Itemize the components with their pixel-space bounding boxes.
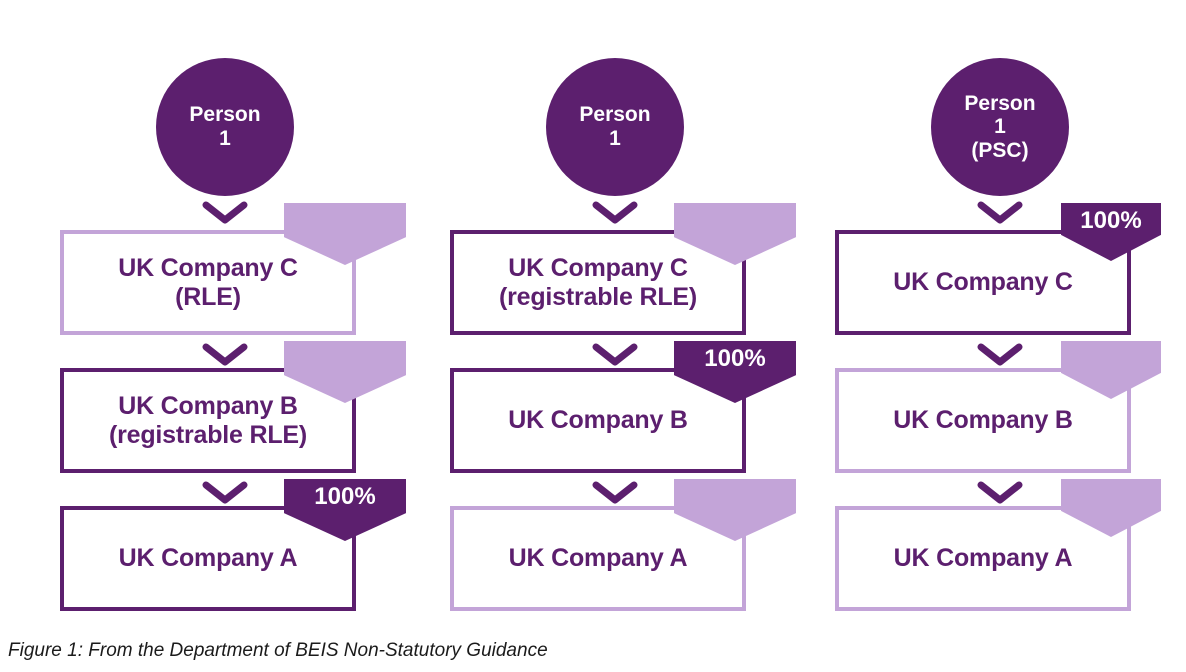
company-box[interactable]: UK Company B(registrable RLE)	[60, 368, 356, 473]
ownership-arrow-chevron-icon	[450, 478, 780, 508]
ownership-arrow-chevron-icon	[835, 198, 1165, 228]
person-label-line: 1	[994, 115, 1006, 139]
ownership-arrow-chevron-icon	[60, 198, 390, 228]
company-label-line: (registrable RLE)	[108, 420, 308, 449]
ownership-percentage-label: 100%	[314, 483, 376, 510]
company-node: UK Company A 100%	[60, 479, 406, 611]
company-label-line: (RLE)	[175, 282, 241, 311]
company-label-line: UK Company B	[508, 406, 688, 435]
person-label-line: 1	[609, 127, 621, 150]
company-label-line: (registrable RLE)	[498, 282, 698, 311]
company-node: UK Company C 100%	[835, 203, 1161, 335]
person-label-line: (PSC)	[971, 138, 1029, 162]
company-box[interactable]: UK Company C	[835, 230, 1131, 335]
company-box[interactable]: UK Company A	[450, 506, 746, 611]
person-label-line: Person	[964, 91, 1036, 115]
company-label-line: UK Company A	[118, 544, 298, 573]
ownership-percentage-label: 100%	[704, 345, 766, 372]
person-label-line: Person	[579, 103, 651, 127]
ownership-arrow-chevron-icon	[60, 340, 390, 370]
person-label-line: 1	[219, 127, 231, 150]
company-label-line: UK Company B	[118, 392, 298, 420]
company-node: UK Company B(registrable RLE)	[60, 341, 406, 473]
ownership-arrow-chevron-icon	[450, 340, 780, 370]
ownership-arrow-chevron-icon	[60, 478, 390, 508]
company-label-line: UK Company C	[118, 254, 298, 282]
company-node: UK Company A	[450, 479, 796, 611]
company-node: UK Company B	[835, 341, 1161, 473]
ownership-arrow-chevron-icon	[835, 478, 1165, 508]
figure-caption: Figure 1: From the Department of BEIS No…	[8, 640, 548, 661]
company-box[interactable]: UK Company B	[450, 368, 746, 473]
company-box[interactable]: UK Company C(registrable RLE)	[450, 230, 746, 335]
company-label-line: UK Company C	[508, 254, 688, 282]
person-label-line: Person	[189, 103, 261, 127]
company-box[interactable]: UK Company A	[60, 506, 356, 611]
company-label-line: UK Company A	[508, 544, 688, 573]
company-label-line: UK Company B	[893, 406, 1073, 435]
company-node: UK Company C(RLE)	[60, 203, 406, 335]
company-node: UK Company B 100%	[450, 341, 796, 473]
company-label-line: UK Company C	[893, 268, 1073, 297]
ownership-arrow-chevron-icon	[450, 198, 780, 228]
ownership-percentage-label: 100%	[1080, 207, 1142, 234]
company-box[interactable]: UK Company B	[835, 368, 1131, 473]
ownership-arrow-chevron-icon	[835, 340, 1165, 370]
company-label-line: UK Company A	[893, 544, 1073, 573]
company-node: UK Company A	[835, 479, 1161, 611]
company-node: UK Company C(registrable RLE)	[450, 203, 796, 335]
company-box[interactable]: UK Company C(RLE)	[60, 230, 356, 335]
company-box[interactable]: UK Company A	[835, 506, 1131, 611]
